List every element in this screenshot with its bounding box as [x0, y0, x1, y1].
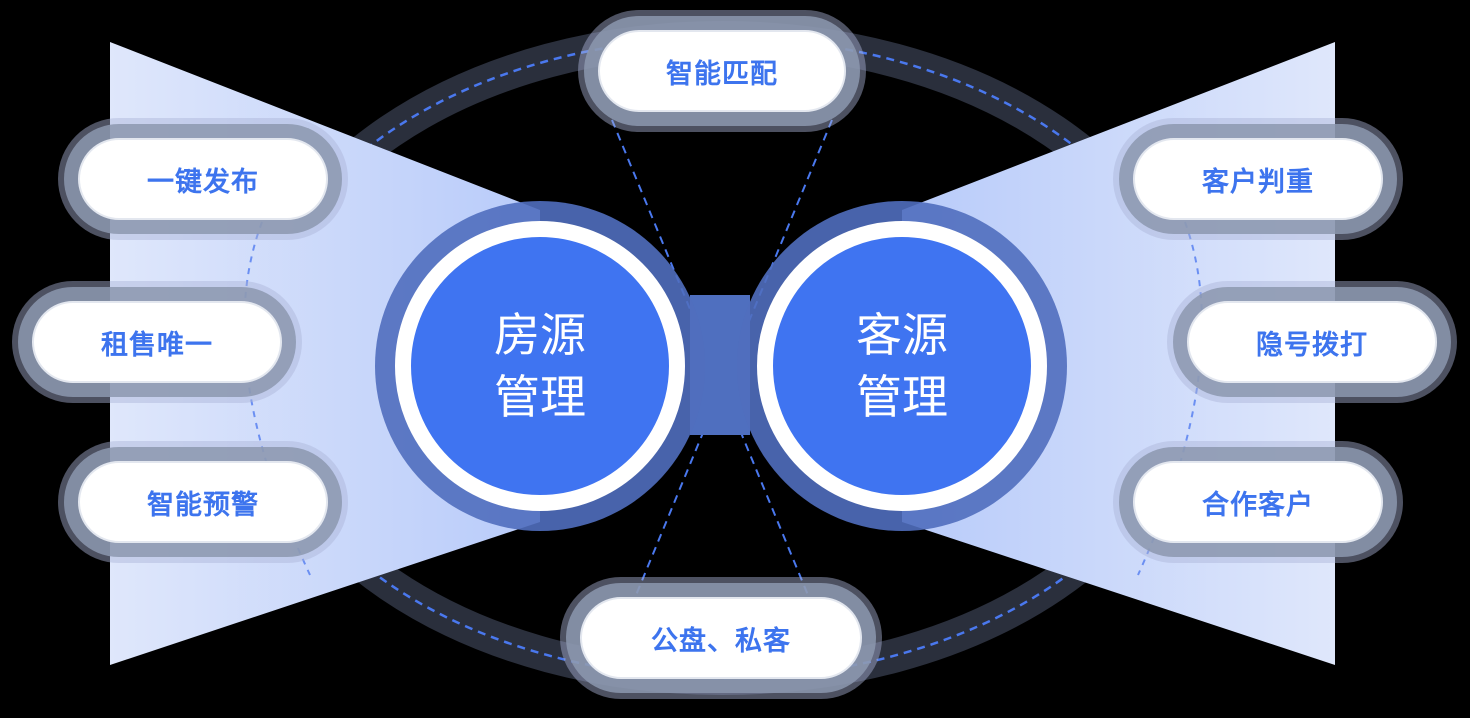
hub-listing-management[interactable]: 房源 管理: [395, 221, 685, 511]
pill-masked-call[interactable]: 隐号拨打: [1187, 301, 1437, 383]
pill-partner-client[interactable]: 合作客户: [1133, 461, 1383, 543]
pill-unique-listing[interactable]: 租售唯一: [32, 301, 282, 383]
hub-bridge: [690, 295, 750, 435]
hub-listing-line1: 房源: [494, 308, 586, 362]
hub-listing-line2: 管理: [494, 370, 586, 424]
pill-smart-match[interactable]: 智能匹配: [598, 30, 846, 112]
pill-smart-alert[interactable]: 智能预警: [78, 461, 328, 543]
hub-client-line2: 管理: [856, 370, 948, 424]
pill-public-private[interactable]: 公盘、私客: [580, 597, 862, 679]
hub-client-management[interactable]: 客源 管理: [757, 221, 1047, 511]
pill-duplicate-check[interactable]: 客户判重: [1133, 138, 1383, 220]
pill-one-click-publish[interactable]: 一键发布: [78, 138, 328, 220]
hub-client-line1: 客源: [856, 308, 948, 362]
